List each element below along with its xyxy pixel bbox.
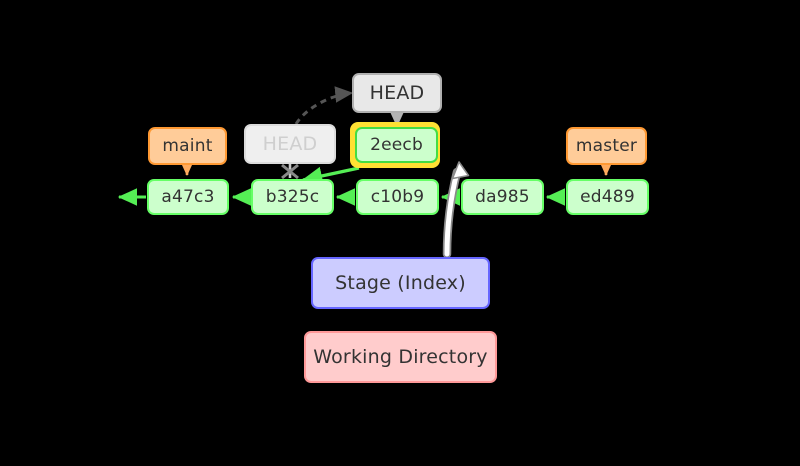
branch-label-maint[interactable]: maint: [148, 127, 227, 165]
commit-node-2eecb[interactable]: 2eecb: [355, 127, 438, 163]
branch-label-maint-text: maint: [162, 136, 213, 156]
commit-node-ed489[interactable]: ed489: [566, 179, 649, 215]
edge-head-ghost-b325c-crossed: [281, 163, 299, 180]
commit-node-c10b9-label: c10b9: [370, 187, 425, 207]
commit-node-b325c-label: b325c: [265, 187, 320, 207]
branch-label-master-text: master: [575, 136, 638, 156]
commit-node-2eecb-label: 2eecb: [370, 135, 423, 155]
head-pointer-previous-label: HEAD: [262, 133, 318, 155]
edge-head-ghost-to-head: [294, 86, 354, 125]
commit-node-ed489-label: ed489: [580, 187, 635, 207]
commit-node-da985[interactable]: da985: [461, 179, 544, 215]
stage-index-label: Stage (Index): [335, 272, 466, 294]
head-pointer-previous: HEAD: [244, 124, 336, 164]
working-directory-label: Working Directory: [313, 346, 488, 368]
stage-index-box[interactable]: Stage (Index): [311, 257, 490, 309]
commit-node-b325c[interactable]: b325c: [251, 179, 334, 215]
head-pointer[interactable]: HEAD: [352, 73, 442, 113]
commit-node-da985-label: da985: [475, 187, 530, 207]
head-pointer-label: HEAD: [369, 82, 425, 104]
commit-node-a47c3[interactable]: a47c3: [147, 179, 229, 215]
branch-label-master[interactable]: master: [566, 127, 647, 165]
working-directory-box[interactable]: Working Directory: [304, 331, 497, 383]
commit-node-c10b9[interactable]: c10b9: [356, 179, 439, 215]
commit-node-a47c3-label: a47c3: [161, 187, 215, 207]
